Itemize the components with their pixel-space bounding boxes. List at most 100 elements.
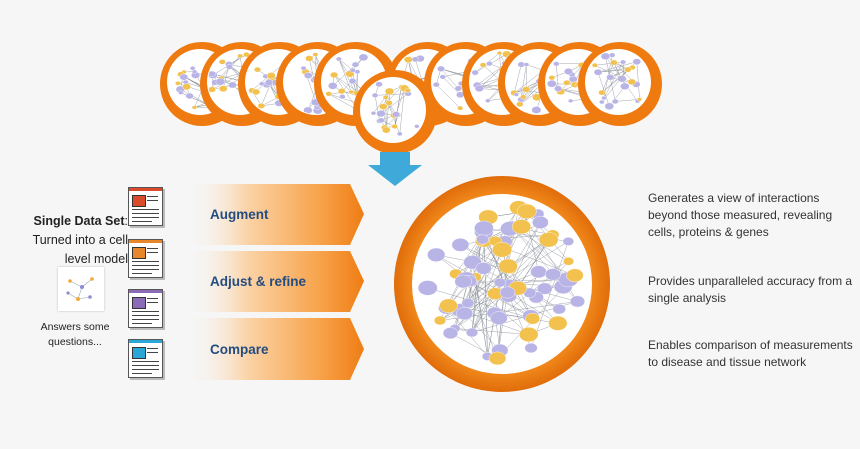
network-edge [333, 74, 352, 93]
network-node [476, 234, 489, 245]
step-arrow-augment [185, 184, 364, 245]
network-node [554, 85, 563, 92]
network-node [610, 59, 618, 66]
network-node [513, 92, 519, 97]
network-edge [482, 239, 533, 319]
network-node [376, 110, 386, 118]
small-network-circle [578, 42, 662, 126]
network-node [499, 286, 516, 299]
network-node [328, 82, 338, 90]
network-node [604, 102, 615, 110]
step-arrow-compare [185, 318, 364, 380]
network-node [300, 65, 307, 71]
network-node [179, 73, 189, 81]
network-edge [442, 76, 461, 95]
network-node [532, 216, 549, 229]
network-node [548, 75, 556, 81]
network-node [548, 315, 568, 331]
network-node [254, 66, 261, 73]
network-node [601, 95, 607, 101]
document-text-line [132, 265, 159, 266]
network-edge [507, 207, 519, 267]
document-text-line [132, 319, 159, 320]
network-node [382, 126, 391, 134]
network-edge [464, 313, 501, 351]
document-text-line [132, 273, 152, 274]
network-node [627, 78, 636, 86]
document-text-line [147, 352, 158, 353]
network-node [433, 315, 447, 326]
network-node [258, 81, 265, 86]
network-node [379, 103, 388, 110]
network-node [520, 94, 527, 100]
network-node [243, 51, 250, 58]
network-node [498, 258, 518, 274]
network-node [189, 66, 196, 71]
small-network-circle-front [353, 70, 437, 154]
network-edge [436, 84, 461, 109]
down-arrow [368, 152, 422, 186]
network-node [392, 111, 401, 118]
network-node [516, 101, 524, 108]
network-node [522, 86, 531, 93]
network-node [620, 59, 627, 65]
network-edge [399, 88, 405, 134]
network-node [417, 280, 438, 296]
network-edge [594, 61, 624, 66]
network-node [490, 311, 508, 325]
network-edge [338, 58, 353, 71]
network-edge [440, 68, 459, 89]
network-node [479, 62, 487, 68]
single-data-set-subtitle: Turned into a cell level model [32, 233, 128, 266]
network-node [485, 98, 491, 103]
document-text-line [132, 261, 159, 262]
network-node [538, 232, 559, 248]
network-node [404, 87, 411, 93]
network-node [511, 219, 532, 235]
network-node [471, 69, 479, 76]
network-node [370, 111, 377, 116]
answers-some-questions: Answers some questions... [40, 321, 110, 348]
network-node [264, 79, 274, 86]
network-edge [520, 64, 527, 100]
network-node [251, 88, 261, 96]
network-node [486, 61, 493, 67]
network-node [456, 307, 474, 321]
network-node [519, 327, 539, 342]
network-node [349, 67, 356, 73]
network-node [339, 94, 346, 100]
network-node [312, 52, 319, 57]
network-node [403, 56, 413, 63]
network-edge [394, 86, 402, 127]
network-edge [328, 93, 359, 111]
network-node [465, 327, 479, 338]
document-text-line [147, 252, 158, 253]
network-node [553, 61, 560, 67]
network-node [358, 53, 369, 62]
network-edge [380, 93, 409, 114]
network-node [384, 87, 395, 96]
network-node [517, 203, 537, 219]
document-text-line [147, 200, 158, 201]
network-node [569, 295, 586, 308]
network-edge [466, 279, 498, 359]
network-node [624, 66, 632, 73]
network-node [237, 53, 244, 59]
network-edge [261, 85, 271, 106]
network-node [257, 102, 266, 109]
network-node [636, 97, 643, 102]
network-node [451, 238, 470, 252]
network-node [457, 105, 464, 111]
network-node [524, 342, 538, 354]
network-node [228, 81, 237, 89]
data-document-icon [128, 289, 163, 328]
network-node [566, 268, 584, 283]
network-node [325, 91, 333, 97]
document-text-line [132, 269, 159, 270]
network-edge [483, 228, 488, 357]
network-edge [605, 56, 621, 78]
network-node [562, 237, 575, 246]
network-node [599, 99, 605, 105]
network-edge [395, 88, 405, 115]
